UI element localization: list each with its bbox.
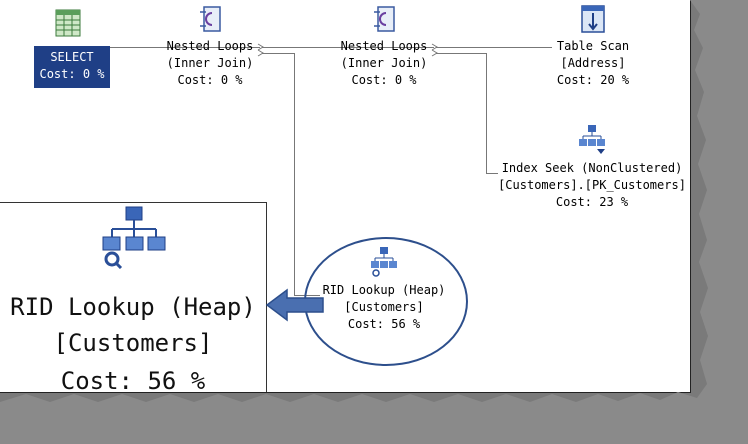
- arrowhead-icon: [257, 43, 264, 57]
- index-seek-icon: [579, 125, 605, 154]
- node-label: Index Seek (NonClustered): [501, 161, 683, 175]
- node-object: [Address]: [560, 56, 626, 70]
- node-label: Nested Loops: [340, 39, 428, 53]
- connector-line: [294, 53, 295, 295]
- nested-loops-node[interactable]: Nested Loops (Inner Join) Cost: 0 %: [160, 4, 260, 89]
- node-cost: Cost: 20 %: [556, 73, 630, 87]
- nested-loops-icon: [374, 6, 395, 32]
- pointer-arrow-icon: [265, 288, 324, 322]
- node-object: [Customers]: [344, 300, 424, 314]
- execution-plan-canvas: SELECT Cost: 0 % Nested Loops (Inner Joi…: [0, 0, 691, 393]
- zoom-object: [Customers]: [53, 329, 213, 357]
- node-cost: Cost: 23 %: [555, 195, 629, 209]
- connector-line: [262, 47, 434, 48]
- rid-lookup-node[interactable]: RID Lookup (Heap) [Customers] Cost: 56 %: [318, 246, 450, 333]
- zoom-callout: RID Lookup (Heap) [Customers] Cost: 56 %: [0, 202, 267, 393]
- nested-loops-icon: [200, 6, 221, 32]
- table-scan-icon: [581, 5, 605, 33]
- node-cost: Cost: 0 %: [39, 67, 105, 81]
- zoom-cost: Cost: 56 %: [60, 367, 206, 393]
- node-label: Table Scan: [556, 39, 630, 53]
- select-node[interactable]: SELECT Cost: 0 %: [34, 46, 110, 88]
- node-label: RID Lookup (Heap): [322, 283, 446, 297]
- table-icon[interactable]: [55, 9, 81, 37]
- node-cost: Cost: 56 %: [347, 317, 421, 331]
- table-scan-node[interactable]: Table Scan [Address] Cost: 20 %: [548, 4, 638, 89]
- nested-loops-node[interactable]: Nested Loops (Inner Join) Cost: 0 %: [334, 4, 434, 89]
- connector-line: [486, 173, 498, 174]
- node-join-type: (Inner Join): [340, 56, 428, 70]
- connector-line: [262, 53, 294, 54]
- node-join-type: (Inner Join): [166, 56, 254, 70]
- node-cost: Cost: 0 %: [177, 73, 243, 87]
- connector-line: [436, 53, 486, 54]
- rid-lookup-icon: [102, 206, 166, 269]
- rid-lookup-icon: [371, 247, 397, 277]
- arrowhead-icon: [431, 43, 438, 57]
- node-cost: Cost: 0 %: [351, 73, 417, 87]
- connector-line: [486, 53, 487, 173]
- connector-line: [110, 47, 260, 48]
- node-label: Nested Loops: [166, 39, 254, 53]
- index-seek-node[interactable]: Index Seek (NonClustered) [Customers].[P…: [494, 124, 690, 211]
- zoom-label: RID Lookup (Heap): [10, 293, 256, 321]
- node-object: [Customers].[PK_Customers]: [498, 178, 686, 192]
- node-label: SELECT: [50, 50, 94, 64]
- connector-line: [436, 47, 552, 48]
